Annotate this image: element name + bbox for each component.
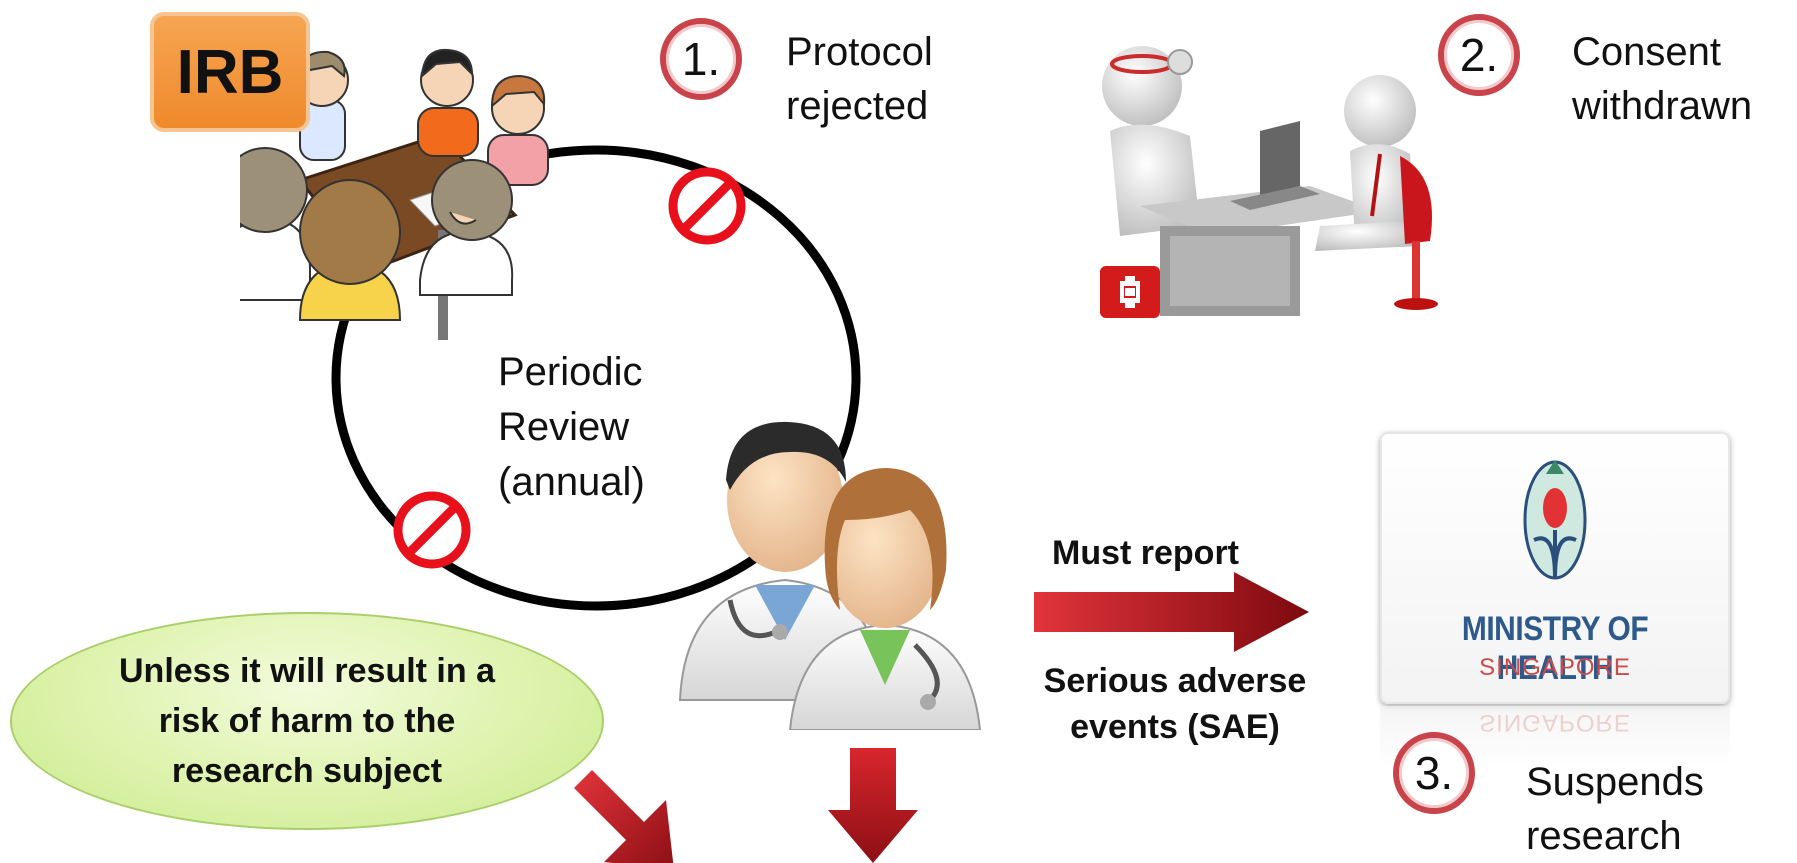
moh-emblem-icon	[1523, 460, 1587, 580]
step-2-badge: 2.	[1438, 14, 1520, 96]
moh-subtitle: SINGAPORE	[1479, 654, 1631, 681]
person-back-right	[487, 74, 549, 186]
person-front-right	[419, 159, 514, 296]
step-1-text: Protocol rejected	[786, 30, 933, 128]
moh-title: MINISTRY OF HEALTH	[1461, 610, 1649, 687]
doctor-consultation-illustration	[1100, 46, 1438, 318]
periodic-review-label: Periodic Review (annual)	[498, 350, 645, 504]
person-front-left	[240, 147, 311, 301]
prohibited-icon	[393, 491, 471, 569]
person-back-center	[417, 48, 479, 157]
must-report-label: Must report	[1052, 534, 1239, 572]
ministry-of-health-logo: MINISTRY OF HEALTH SINGAPORE	[1380, 432, 1730, 704]
harm-exception-note: Unless it will result in a risk of harm …	[10, 612, 604, 830]
down-arrow	[828, 748, 918, 863]
step-2-text: Consent withdrawn	[1572, 30, 1753, 128]
sae-label: Serious adverse events (SAE)	[1043, 662, 1307, 746]
prohibited-icon	[668, 167, 746, 245]
step-1-badge: 1.	[660, 18, 742, 100]
step-3-badge: 3.	[1393, 732, 1475, 814]
researchers-illustration	[678, 421, 982, 730]
person-front-center	[298, 179, 402, 321]
irb-label: IRB	[150, 12, 310, 132]
diagonal-down-arrow	[574, 770, 674, 863]
report-arrow	[1034, 572, 1309, 652]
step-3-text: Suspends research	[1526, 760, 1704, 858]
